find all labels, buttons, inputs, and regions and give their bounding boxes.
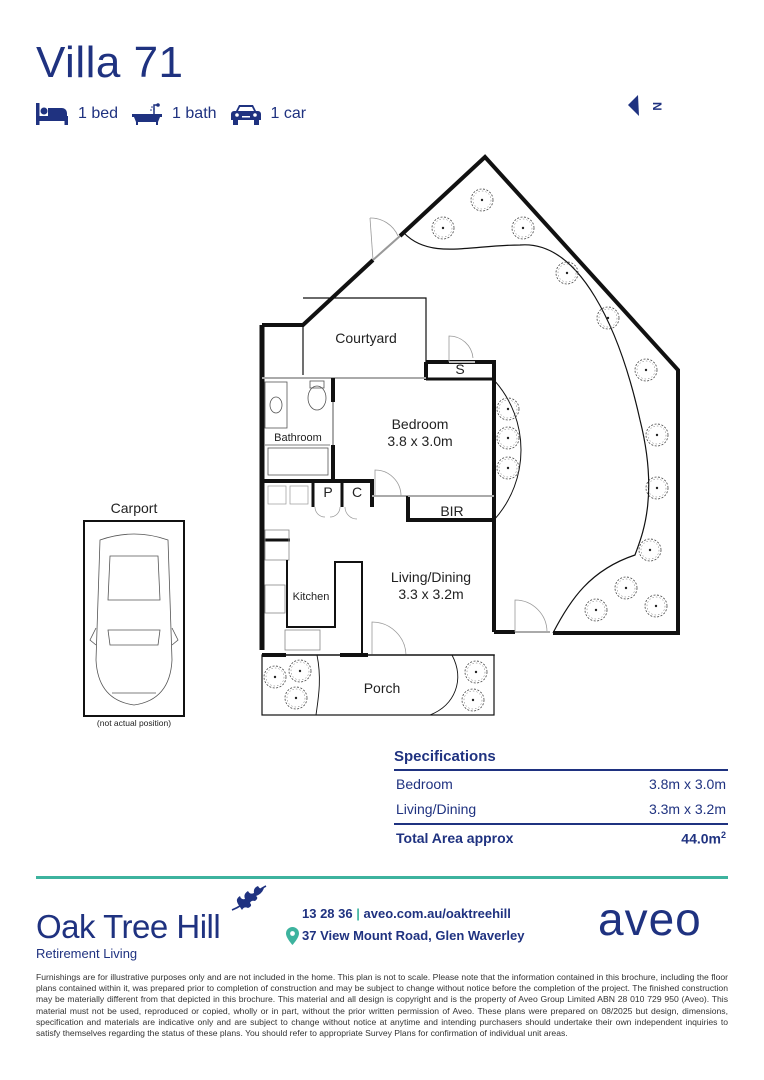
- room-cupboard: C: [351, 484, 363, 500]
- room-bir: BIR: [440, 503, 464, 519]
- feature-car: 1 car: [230, 103, 307, 125]
- room-porch: Porch: [363, 680, 401, 696]
- bedroom-name: Bedroom: [391, 416, 449, 432]
- spec-label: Bedroom: [396, 776, 453, 792]
- bedroom-size: 3.8 x 3.0m: [387, 433, 453, 449]
- contact-block: 13 28 36 | aveo.com.au/oaktreehill 37 Vi…: [286, 903, 525, 947]
- feature-bath-label: 1 bath: [172, 105, 217, 122]
- brand-subtitle: Retirement Living: [36, 946, 138, 961]
- feature-bath: 1 bath: [132, 102, 217, 126]
- contact-separator: |: [356, 906, 360, 921]
- floor-plan-drawing: [83, 154, 680, 717]
- feature-bed-label: 1 bed: [78, 105, 119, 122]
- carport-title: Carport: [110, 500, 158, 516]
- spec-label: Living/Dining: [396, 801, 477, 817]
- specifications-title: Specifications: [394, 748, 728, 771]
- room-courtyard: Courtyard: [335, 330, 397, 346]
- svg-text:N: N: [650, 102, 664, 111]
- website-link[interactable]: aveo.com.au/oaktreehill: [363, 906, 511, 921]
- location-pin-icon: [286, 927, 299, 945]
- page-title: Villa 71: [36, 38, 184, 87]
- living-size: 3.3 x 3.2m: [398, 586, 464, 602]
- brand-name: Oak Tree Hill: [36, 908, 221, 945]
- room-storage: S: [455, 361, 465, 377]
- feature-car-label: 1 car: [270, 105, 307, 122]
- contact-line-1: 13 28 36 | aveo.com.au/oaktreehill: [286, 903, 525, 925]
- specifications-table: Specifications Bedroom 3.8m x 3.0m Livin…: [394, 748, 728, 851]
- bed-icon: [36, 103, 68, 125]
- phone-number[interactable]: 13 28 36: [302, 906, 353, 921]
- oak-leaf-icon: [231, 885, 267, 911]
- spec-value: 3.3m x 3.2m: [648, 801, 726, 817]
- carport-note: (not actual position): [96, 718, 172, 728]
- spec-row-total: Total Area approx 44.0m2: [394, 823, 728, 851]
- footer-divider: [36, 876, 728, 879]
- room-bathroom: Bathroom: [274, 432, 322, 444]
- spec-row-bedroom: Bedroom 3.8m x 3.0m: [394, 771, 728, 796]
- total-label: Total Area approx: [396, 830, 514, 846]
- contact-line-2: 37 View Mount Road, Glen Waverley: [286, 925, 525, 947]
- room-bedroom: Bedroom 3.8 x 3.0m: [360, 416, 480, 450]
- room-living-dining: Living/Dining 3.3 x 3.2m: [368, 569, 494, 603]
- disclaimer-text: Furnishings are for illustrative purpose…: [36, 972, 728, 1039]
- aveo-logo: aveo: [598, 893, 702, 945]
- spec-value: 3.8m x 3.0m: [648, 776, 726, 792]
- address: 37 View Mount Road, Glen Waverley: [302, 928, 525, 943]
- feature-bed: 1 bed: [36, 103, 118, 125]
- features-row: 1 bed 1 bath 1 car: [36, 102, 320, 126]
- total-value: 44.0m2: [681, 830, 726, 847]
- room-pantry: P: [323, 484, 333, 500]
- living-name: Living/Dining: [390, 569, 472, 585]
- bath-icon: [132, 103, 163, 125]
- car-icon: [230, 105, 261, 125]
- north-arrow-icon: N: [628, 95, 664, 116]
- spec-row-living: Living/Dining 3.3m x 3.2m: [394, 796, 728, 821]
- room-kitchen: Kitchen: [292, 591, 330, 603]
